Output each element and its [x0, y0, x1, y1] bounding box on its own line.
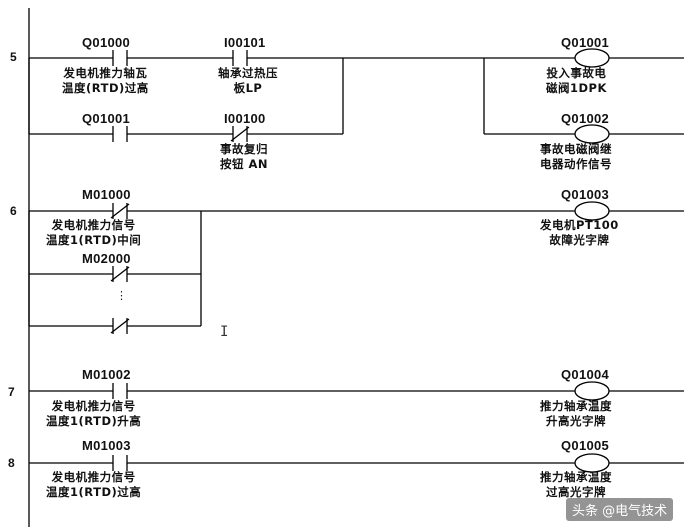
coil-q01004-address: Q01004	[561, 367, 610, 382]
rung-number-7: 7	[8, 385, 15, 399]
contact-i00101-description: 轴承过热压 板LP	[218, 66, 278, 95]
watermark-label: 头条 @电气技术	[566, 498, 674, 521]
contact-m02000-address: M02000	[82, 251, 131, 266]
contact-last-nc-symbol	[110, 318, 130, 334]
rung-number-6: 6	[10, 204, 17, 218]
text-cursor-icon: I	[220, 324, 229, 340]
contact-m01000-description: 发电机推力信号 温度1(RTD)中间	[46, 218, 142, 247]
contact-i00100-address: I00100	[224, 111, 266, 126]
contact-i00101-symbol	[232, 50, 248, 66]
contact-q01000-address: Q01000	[82, 35, 131, 50]
contact-i00101-address: I00101	[224, 35, 266, 50]
contact-m01000-nc-symbol	[110, 203, 130, 219]
contact-i00100-nc-symbol	[230, 126, 250, 142]
coil-q01003-description: 发电机PT100 故障光字牌	[540, 218, 619, 247]
ellipsis-more-contacts: ⋮	[116, 289, 127, 302]
contact-m01002-address: M01002	[82, 367, 131, 382]
contact-m01003-symbol	[112, 455, 128, 471]
contact-q01000-description: 发电机推力轴瓦 温度(RTD)过高	[62, 66, 149, 95]
contact-q01001-symbol	[112, 126, 128, 142]
coil-q01002-address: Q01002	[561, 111, 610, 126]
contact-m01000-address: M01000	[82, 187, 131, 202]
contact-i00100-description: 事故复归 按钮 AN	[220, 142, 269, 171]
coil-q01005-address: Q01005	[561, 438, 610, 453]
contact-m01002-description: 发电机推力信号 温度1(RTD)升高	[46, 399, 142, 428]
coil-q01002-symbol	[574, 124, 610, 144]
coil-q01003-symbol	[574, 201, 610, 221]
coil-q01005-symbol	[574, 453, 610, 473]
coil-q01005-description: 推力轴承温度 过高光字牌	[540, 470, 612, 499]
coil-q01001-symbol	[574, 48, 610, 68]
rung-6-wiring	[28, 210, 684, 327]
contact-q01000-symbol	[112, 50, 128, 66]
coil-q01001-address: Q01001	[561, 35, 610, 50]
contact-m02000-nc-symbol	[110, 266, 130, 282]
coil-q01004-description: 推力轴承温度 升高光字牌	[540, 399, 612, 428]
rung-number-8: 8	[8, 456, 15, 470]
coil-q01001-description: 投入事故电 磁阀1DPK	[546, 66, 607, 95]
coil-q01002-description: 事故电磁阀继 电器动作信号	[540, 142, 612, 171]
contact-q01001-address: Q01001	[82, 111, 131, 126]
rung-5-wiring	[28, 57, 684, 135]
contact-m01003-description: 发电机推力信号 温度1(RTD)过高	[46, 470, 142, 499]
coil-q01003-address: Q01003	[561, 187, 610, 202]
contact-m01002-symbol	[112, 383, 128, 399]
rung-number-5: 5	[10, 50, 17, 64]
coil-q01004-symbol	[574, 381, 610, 401]
contact-m01003-address: M01003	[82, 438, 131, 453]
